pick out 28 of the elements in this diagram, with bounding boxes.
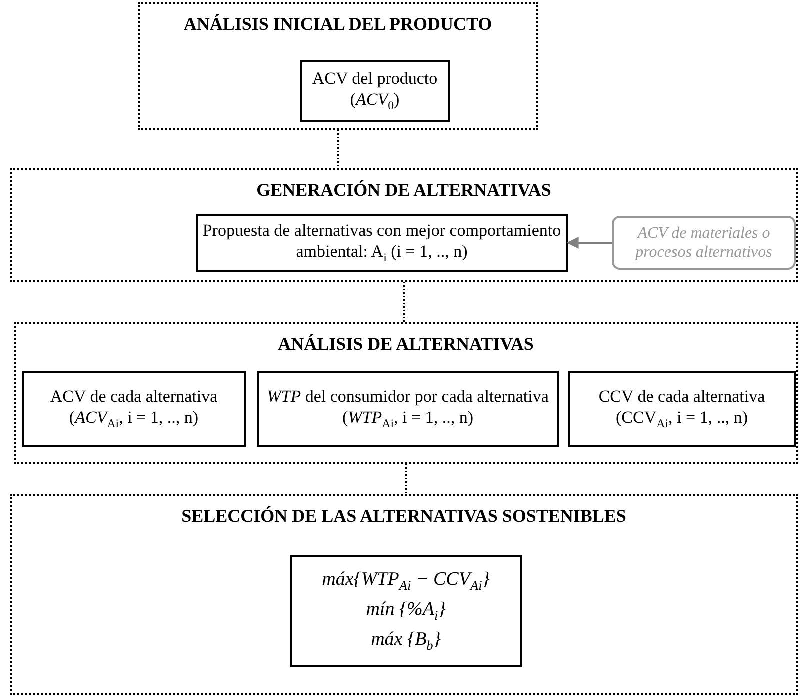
process-box [196, 214, 568, 272]
stage-panel [14, 322, 798, 464]
process-box [22, 371, 246, 447]
box-text: WTP del consumidor por cada alternativa (WTP$_{Ai}$, i = 1, .., n) [266, 387, 550, 431]
formula-box [290, 555, 522, 667]
stage-panel [10, 168, 798, 282]
stage-heading: SELECCIÓN DE LAS ALTERNATIVAS SOSTENIBLES [180, 506, 628, 527]
stage-heading: GENERACIÓN DE ALTERNATIVAS [256, 180, 552, 201]
stage-panel [10, 494, 798, 695]
connector-line [337, 130, 339, 168]
box-text: Propuesta de alternativas con mejor comportamiento ambiental: A$_{i}$ (i = 1, .., n) [202, 221, 562, 265]
arrow [566, 237, 612, 249]
formula-text: máx {B$_{b}$} [371, 628, 441, 655]
connector-line [403, 282, 405, 322]
stage-heading: ANÁLISIS DE ALTERNATIVAS [277, 334, 535, 355]
process-box [568, 371, 796, 447]
box-text: CCV de cada alternativa (CCV$_{Ai}$, i = 1, .., n) [598, 387, 766, 431]
stage-panel [138, 2, 538, 130]
connector-line [405, 464, 407, 494]
process-box [257, 371, 559, 447]
input-box [612, 216, 796, 270]
formula-text: máx{WTP$_{Ai}$ − CCV$_{Ai}$} [322, 568, 490, 596]
process-box [300, 60, 450, 122]
stage-heading: ANÁLISIS INICIAL DEL PRODUCTO [182, 14, 494, 35]
box-text: ACV del producto (ACV$_{0}$) [311, 69, 439, 113]
box-text: ACV de cada alternativa (ACV$_{Ai}$, i = 1, .., n) [49, 387, 219, 431]
formula-text: mín {%A$_{i}$} [366, 598, 446, 625]
box-text: ACV de materiales o procesos alternativos [634, 224, 774, 262]
